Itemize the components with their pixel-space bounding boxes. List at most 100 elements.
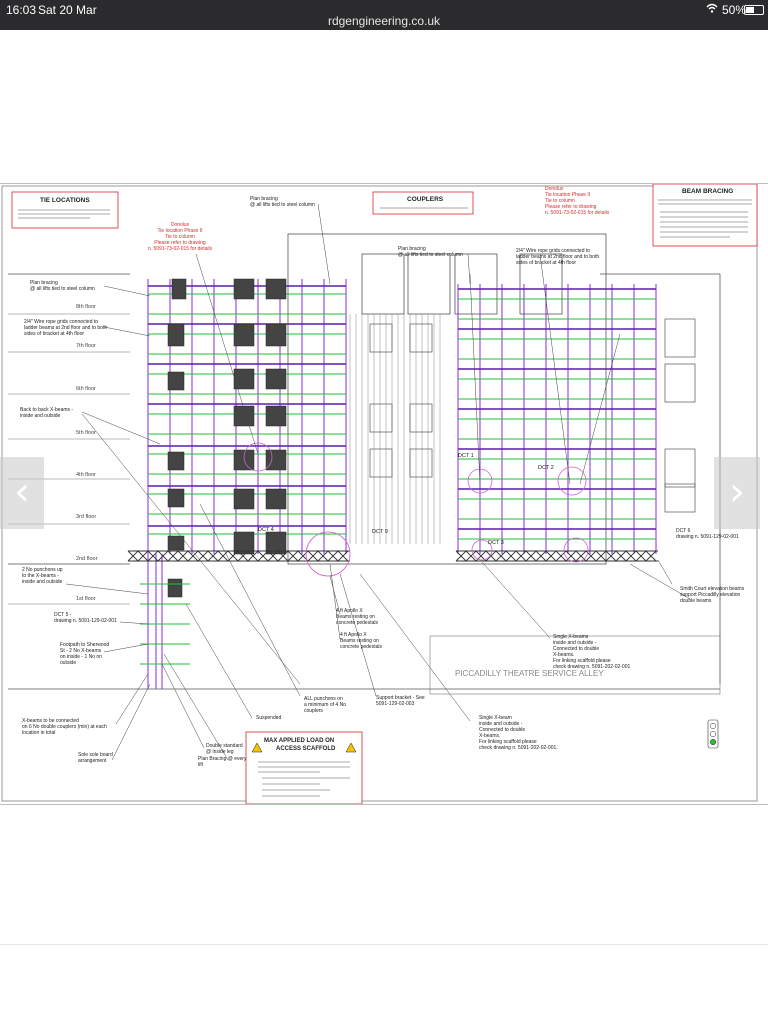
floor-label-4: 4th floor bbox=[76, 472, 96, 478]
note-x-beams-connected: X-beams to be connected bbox=[22, 718, 79, 724]
note-single-xbeam-2: Connected to double bbox=[479, 727, 525, 733]
note-donolux-left: Please refer to drawing bbox=[154, 240, 206, 246]
note-single-xbeam-1: Connected to double bbox=[553, 646, 599, 652]
note-plan-bracing-every: Plan Bracing @ every bbox=[198, 756, 247, 762]
traffic-light-icon bbox=[707, 719, 719, 749]
note-single-xbeam-2: X-beams. bbox=[479, 733, 500, 739]
note-plan-bracing-top: Plan bracing bbox=[250, 196, 278, 202]
max-load-box: MAX APPLIED LOAD ON ACCESS SCAFFOLD bbox=[245, 731, 363, 804]
floor-label-6: 6th floor bbox=[76, 386, 96, 392]
note-footpath: Footpath to Sherwood bbox=[60, 642, 109, 648]
wifi-icon bbox=[706, 2, 718, 16]
note-smith-court: support Piccadilly elevation bbox=[680, 592, 741, 598]
note-all-punchons: ALL punchons on bbox=[304, 696, 343, 702]
note-apollo-1: 4 ft Apollo X bbox=[336, 608, 363, 614]
tag-dct9: DCT 9 bbox=[372, 529, 388, 535]
note-support-bracket: Support bracket - See bbox=[376, 695, 425, 701]
floor-label-1: 1st floor bbox=[76, 596, 96, 602]
note-wire-rope-left: ladder beams at 2nd floor and to both bbox=[24, 325, 107, 331]
elevation-svg: 8th floor 7th floor 6th floor 5th floor … bbox=[1, 184, 758, 804]
note-wire-rope-left: 2/4" Wire rope grids connected to bbox=[24, 319, 98, 325]
couplers-title: COUPLERS bbox=[407, 196, 444, 203]
note-plan-bracing-top: @ all lifts tied to steel column bbox=[250, 202, 315, 208]
battery-icon bbox=[744, 5, 764, 15]
note-wire-rope-right: 2/4" Wire rope grids connected to bbox=[516, 248, 590, 254]
note-dct5: drawing n. 5091-129-02-001 bbox=[54, 618, 117, 624]
note-donolux-right: Please refer to drawing bbox=[545, 204, 597, 210]
tag-dct2: DCT 2 bbox=[538, 465, 554, 471]
note-dct5: DCT 5 - bbox=[54, 612, 72, 618]
note-apollo-2: concrete pedestals bbox=[340, 644, 382, 650]
note-donolux-right: Tie location Phase II bbox=[545, 192, 590, 198]
note-donolux-right: n. 5091-73-02-015 for details bbox=[545, 210, 610, 216]
tag-dct3: DCT 3 bbox=[488, 540, 504, 546]
note-double-standard: Double standard bbox=[206, 743, 243, 749]
tag-dct4: DCT 4 bbox=[258, 527, 274, 533]
note-suspended: Suspended bbox=[256, 715, 282, 721]
floor-label-7: 7th floor bbox=[76, 343, 96, 349]
warning-icon bbox=[251, 742, 263, 753]
note-sole-board: arrangement bbox=[78, 758, 107, 764]
note-apollo-2: Beams resting on bbox=[340, 638, 379, 644]
note-apollo-1: Beams resting on bbox=[336, 614, 375, 620]
note-plan-bracing-every: lift bbox=[198, 762, 204, 768]
status-time: 16:03 bbox=[6, 3, 37, 17]
note-footpath: St - 2 No X-beams bbox=[60, 648, 102, 654]
note-double-standard: @ inside leg bbox=[206, 749, 234, 755]
status-bar: 16:03 Sat 20 Mar rdgengineering.co.uk 50… bbox=[0, 0, 768, 30]
status-date: Sat 20 Mar bbox=[38, 3, 97, 17]
note-smith-court: double beams bbox=[680, 598, 712, 604]
tie-locations-box: TIE LOCATIONS bbox=[11, 191, 119, 229]
note-footpath: outside bbox=[60, 660, 76, 666]
note-footpath: on inside - 1 No on bbox=[60, 654, 102, 660]
note-apollo-1: concrete pedestals bbox=[336, 620, 378, 626]
note-single-xbeam-2: check drawing n. 5091-202-02-001. bbox=[479, 745, 558, 751]
note-support-bracket: 5091-129-02-003 bbox=[376, 701, 415, 707]
note-x-beams-connected: location in total bbox=[22, 730, 55, 736]
note-donolux-left: n. 5091-73-02-015 for details bbox=[148, 246, 213, 252]
left-scaffold bbox=[127, 278, 350, 689]
floor-label-2: 2nd floor bbox=[76, 556, 98, 562]
street-label: PICCADILLY THEATRE SERVICE ALLEY bbox=[455, 669, 604, 678]
beam-bracing-box: BEAM BRACING bbox=[652, 184, 758, 247]
note-smith-court: Smith Court elevation beams bbox=[680, 586, 745, 592]
note-all-punchons: a minimum of 4 No bbox=[304, 702, 346, 708]
floor-label-5: 5th floor bbox=[76, 430, 96, 436]
chevron-left-icon[interactable]: ‹ bbox=[0, 457, 44, 529]
tie-locations-title: TIE LOCATIONS bbox=[40, 197, 90, 204]
floor-label-3: 3rd floor bbox=[76, 514, 96, 520]
note-single-xbeam-1: X-beams. bbox=[553, 652, 574, 658]
note-single-xbeam-2: For linking scaffold please bbox=[479, 739, 537, 745]
note-back-to-back: Back to back X-beams - bbox=[20, 407, 73, 413]
chevron-right-icon[interactable]: › bbox=[714, 457, 760, 529]
right-scaffold bbox=[455, 284, 658, 562]
divider bbox=[0, 944, 768, 945]
max-load-title-2: ACCESS SCAFFOLD bbox=[276, 746, 336, 752]
address-bar-url[interactable]: rdgengineering.co.uk bbox=[327, 14, 441, 28]
note-wire-rope-right: ladder beams at 2nd floor and to both bbox=[516, 254, 599, 260]
note-wire-rope-right: sides of bracket at 4th floor bbox=[516, 260, 576, 266]
note-single-xbeam-1: For linking scaffold please bbox=[553, 658, 611, 664]
note-donolux-left: Tie to column bbox=[165, 234, 195, 240]
note-plan-bracing-mid: @ all lifts tied to steel column bbox=[398, 252, 463, 258]
warning-icon bbox=[345, 742, 357, 753]
note-single-xbeam-1: inside and outside - bbox=[553, 640, 597, 646]
scaffold-elevation-drawing: 8th floor 7th floor 6th floor 5th floor … bbox=[0, 183, 768, 805]
note-plan-bracing-left: @ all lifts tied to steel column bbox=[30, 286, 95, 292]
note-plan-bracing-mid: Plan bracing bbox=[398, 246, 426, 252]
note-donolux-left: Tie location Phase II bbox=[157, 228, 202, 234]
max-load-title-1: MAX APPLIED LOAD ON bbox=[264, 738, 334, 744]
note-single-xbeam-2: inside and outside - bbox=[479, 721, 523, 727]
note-apollo-2: 4 ft Apollo X bbox=[340, 632, 367, 638]
note-single-xbeam-1: check drawing n. 5091-202-02-001 bbox=[553, 664, 630, 670]
floor-label-8: 8th floor bbox=[76, 304, 96, 310]
note-all-punchons: couplers bbox=[304, 708, 323, 714]
tag-dct1: DCT 1 bbox=[458, 453, 474, 459]
note-two-no-punchons: to the X-beams - bbox=[22, 573, 59, 579]
couplers-box: COUPLERS bbox=[372, 191, 474, 215]
note-dct6: DCT 6 bbox=[676, 528, 691, 534]
note-donolux-right: Tie to column bbox=[545, 198, 575, 204]
note-donolux-left: Donolux bbox=[171, 222, 190, 228]
note-sole-board: Sole sole board bbox=[78, 752, 113, 758]
beam-bracing-title: BEAM BRACING bbox=[682, 188, 733, 195]
